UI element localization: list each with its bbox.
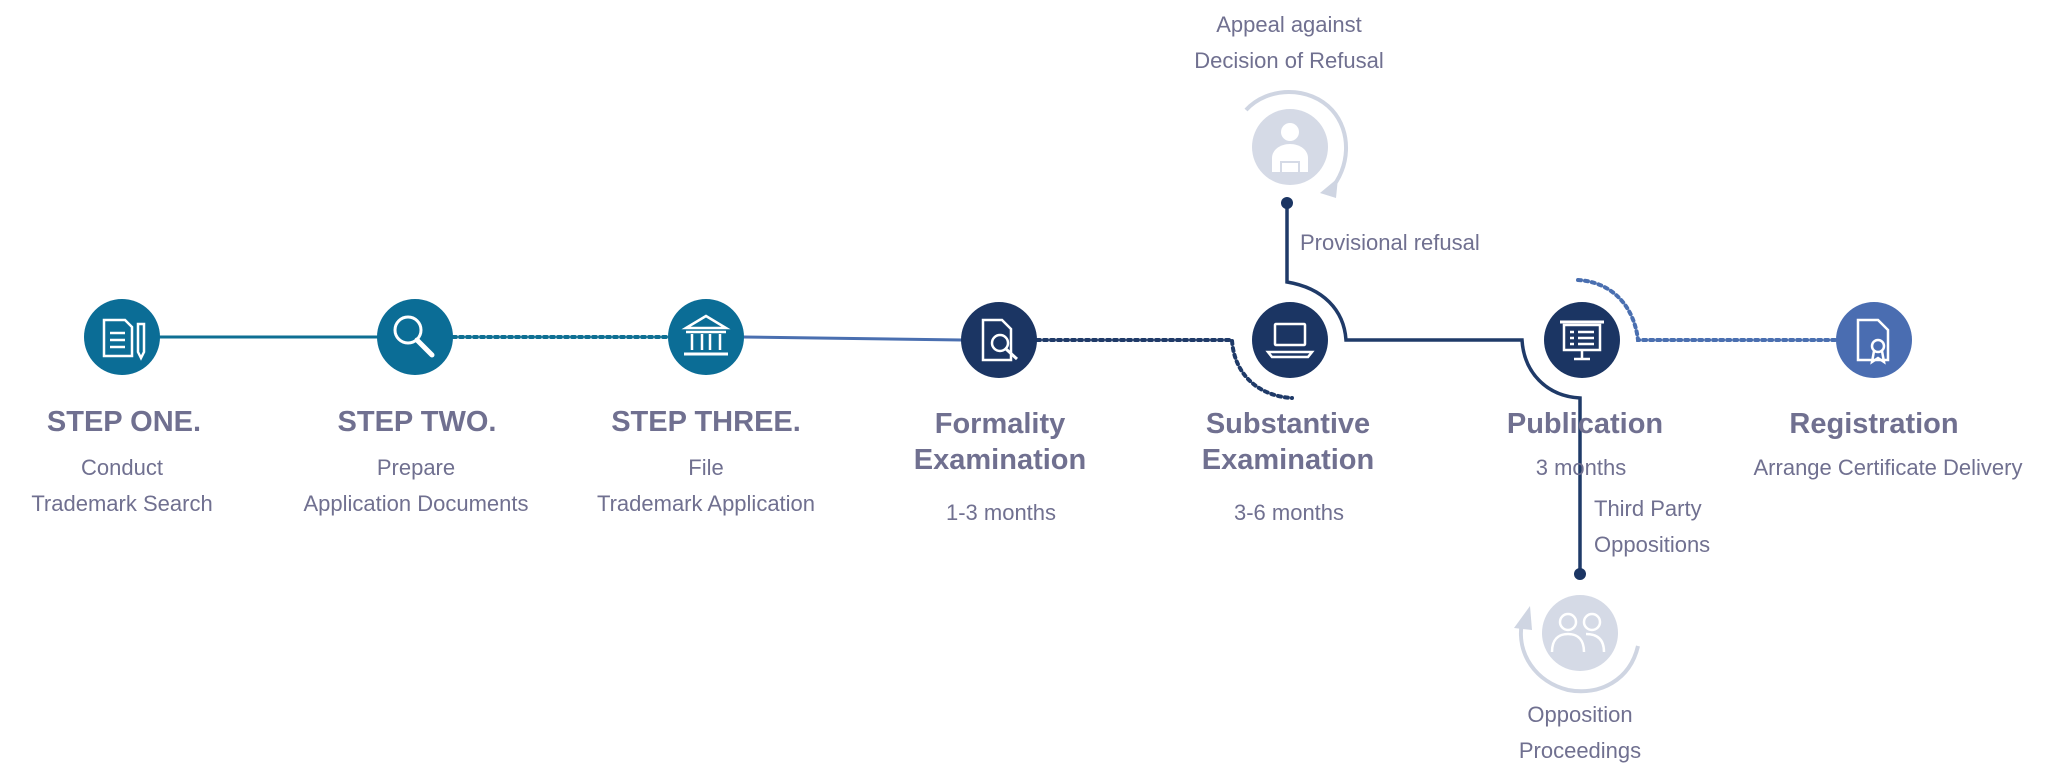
registration-description-line: Arrange Certificate Delivery bbox=[1753, 455, 2023, 480]
opposition-refresh-arc bbox=[1518, 621, 1640, 694]
certificate-icon bbox=[1856, 318, 1890, 365]
connectors bbox=[158, 197, 1838, 580]
step-one-node bbox=[84, 299, 160, 375]
registration-title: Registration bbox=[1789, 406, 1958, 442]
substantive-examination-node bbox=[1252, 302, 1328, 378]
step-one-description-line: Trademark Search bbox=[31, 491, 213, 516]
institution-building-icon bbox=[681, 314, 731, 356]
connector-substantive-publication bbox=[1285, 201, 1582, 576]
formality-examination-duration-line: 1-3 months bbox=[945, 500, 1057, 525]
appeal-refresh-arc bbox=[1244, 90, 1348, 192]
publication-title: Publication bbox=[1507, 406, 1663, 442]
step-two-description-line: Prepare bbox=[376, 455, 456, 480]
formality-examination-title-line: Formality bbox=[934, 408, 1066, 440]
appeal-node bbox=[1244, 90, 1348, 198]
formality-examination-circle bbox=[961, 302, 1037, 378]
connector-dot-opposition bbox=[1574, 568, 1586, 580]
publication-circle bbox=[1544, 302, 1620, 378]
substantive-examination-circle bbox=[1252, 302, 1328, 378]
connector-dot-appeal bbox=[1281, 197, 1293, 209]
step-two-description: Prepare Application Documents bbox=[303, 450, 528, 522]
registration-description: Arrange Certificate Delivery bbox=[1754, 450, 2023, 486]
document-pen-icon bbox=[102, 318, 146, 361]
step-two-title-line: STEP TWO. bbox=[337, 406, 497, 438]
substantive-examination-title: Substantive Examination bbox=[1202, 406, 1374, 478]
provisional-refusal-label: Provisional refusal bbox=[1300, 230, 1480, 255]
group-icon bbox=[1550, 612, 1606, 653]
publication-duration: 3 months bbox=[1536, 450, 1627, 486]
step-two-title: STEP TWO. bbox=[338, 404, 497, 440]
opposition-arrowhead bbox=[1514, 606, 1532, 630]
registration-title-line: Registration bbox=[1789, 408, 1959, 440]
document-magnifier-icon bbox=[981, 318, 1019, 362]
third-party-oppositions-line: Third Party bbox=[1594, 496, 1702, 521]
step-one-description-line: Conduct bbox=[81, 455, 163, 480]
substantive-examination-title-line: Examination bbox=[1201, 444, 1375, 476]
substantive-examination-title-line: Substantive bbox=[1205, 408, 1371, 440]
step-three-circle bbox=[668, 299, 744, 375]
step-two-circle bbox=[377, 299, 453, 375]
person-icon bbox=[1272, 123, 1308, 172]
step-three-description: File Trademark Application bbox=[597, 450, 815, 522]
formality-examination-node bbox=[961, 302, 1037, 378]
publication-node bbox=[1544, 302, 1620, 378]
step-one-description: Conduct Trademark Search bbox=[31, 450, 212, 522]
step-two-description-line: Application Documents bbox=[303, 491, 529, 516]
formality-examination-duration: 1-3 months bbox=[946, 495, 1056, 531]
presentation-board-icon bbox=[1560, 320, 1604, 361]
search-icon bbox=[393, 315, 435, 358]
connector-formality-substantive bbox=[1035, 338, 1294, 400]
formality-examination-title: Formality Examination bbox=[914, 406, 1086, 478]
step-three-node bbox=[668, 299, 744, 375]
opposition-label: Opposition Proceedings bbox=[1519, 697, 1641, 769]
third-party-oppositions-label: Third Party Oppositions bbox=[1594, 491, 1710, 563]
step-three-description-line: Trademark Application bbox=[596, 491, 816, 516]
substantive-examination-duration-line: 3-6 months bbox=[1233, 500, 1345, 525]
opposition-label-line: Opposition bbox=[1527, 702, 1633, 727]
formality-examination-title-line: Examination bbox=[913, 444, 1087, 476]
opposition-node bbox=[1514, 595, 1640, 694]
connector-publication-registration bbox=[1576, 278, 1838, 342]
opposition-label-line: Proceedings bbox=[1518, 738, 1642, 763]
substantive-examination-duration: 3-6 months bbox=[1234, 495, 1344, 531]
publication-duration-line: 3 months bbox=[1535, 455, 1627, 480]
step-three-title-line: STEP THREE. bbox=[611, 406, 801, 438]
connector-step3-formality bbox=[741, 335, 964, 342]
third-party-oppositions-line: Oppositions bbox=[1594, 532, 1711, 557]
opposition-circle bbox=[1542, 595, 1618, 671]
publication-title-line: Publication bbox=[1506, 408, 1664, 440]
step-two-node bbox=[377, 299, 453, 375]
appeal-label-line: Decision of Refusal bbox=[1194, 48, 1384, 73]
step-one-circle bbox=[84, 299, 160, 375]
appeal-label: Appeal against Decision of Refusal bbox=[1194, 7, 1384, 79]
registration-node bbox=[1836, 302, 1912, 378]
step-one-title-line: STEP ONE. bbox=[46, 406, 202, 438]
step-three-title: STEP THREE. bbox=[611, 404, 801, 440]
step-three-description-line: File bbox=[688, 455, 724, 480]
laptop-icon bbox=[1265, 322, 1315, 359]
step-one-title: STEP ONE. bbox=[47, 404, 201, 440]
appeal-arrowhead bbox=[1320, 178, 1338, 198]
appeal-label-line: Appeal against bbox=[1216, 12, 1362, 37]
